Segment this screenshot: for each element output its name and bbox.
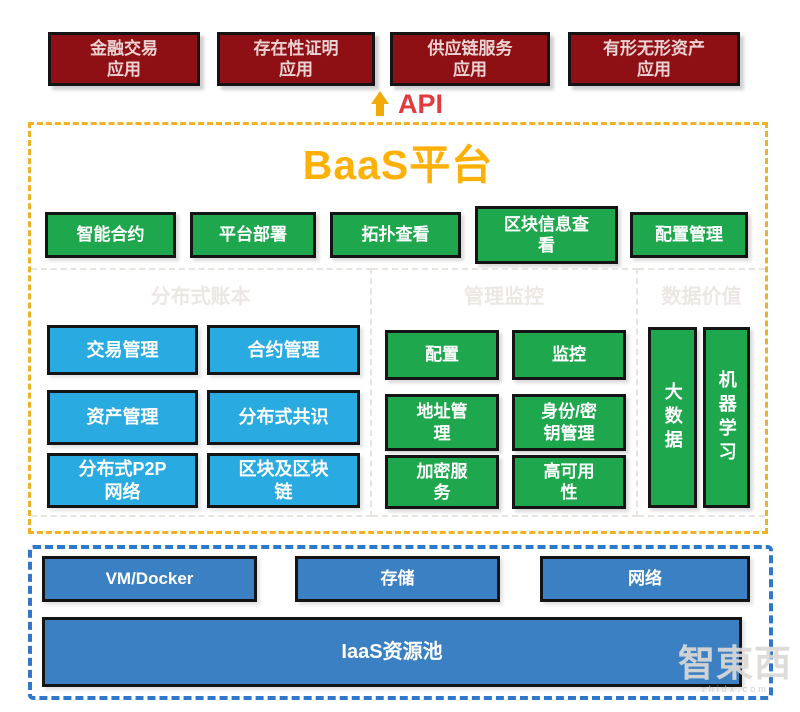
infra-box-vm-docker: VM/Docker bbox=[42, 556, 257, 602]
app-box-financial-trading: 金融交易 应用 bbox=[48, 32, 200, 86]
section-label-distributed-ledger: 分布式账本 bbox=[150, 286, 251, 308]
module-high-availability: 高可用 性 bbox=[512, 455, 626, 509]
watermark-zhidx-logo: 智東西 zhidx.com bbox=[674, 645, 796, 694]
service-box-smart-contract: 智能合约 bbox=[45, 212, 176, 258]
infra-box-iaas-pool: IaaS资源池 bbox=[42, 617, 742, 687]
app-box-proof-of-existence: 存在性证明 应用 bbox=[217, 32, 375, 86]
module-contract-mgmt: 合约管理 bbox=[207, 325, 360, 375]
module-asset-mgmt: 资产管理 bbox=[47, 390, 198, 445]
module-distributed-consensus: 分布式共识 bbox=[207, 390, 360, 445]
section-management-monitoring: 管理监控 bbox=[372, 268, 638, 517]
module-machine-learning: 机器学习 bbox=[703, 327, 750, 508]
api-label: API bbox=[398, 88, 444, 119]
section-label-data-value: 数据价值 bbox=[661, 286, 742, 308]
service-box-config-mgmt: 配置管理 bbox=[630, 212, 748, 258]
baas-platform-frame bbox=[28, 122, 768, 534]
module-identity-key-mgmt: 身份/密 钥管理 bbox=[512, 394, 626, 451]
section-distributed-ledger: 分布式账本 bbox=[31, 268, 372, 517]
app-box-supply-chain: 供应链服务 应用 bbox=[390, 32, 550, 86]
module-encryption-service: 加密服 务 bbox=[385, 455, 499, 509]
module-blocks-blockchain: 区块及区块 链 bbox=[207, 453, 360, 508]
infra-box-network: 网络 bbox=[540, 556, 750, 602]
module-p2p-network: 分布式P2P 网络 bbox=[47, 453, 198, 508]
module-monitoring: 监控 bbox=[512, 330, 626, 380]
module-transaction-mgmt: 交易管理 bbox=[47, 325, 198, 375]
infra-box-storage: 存储 bbox=[295, 556, 500, 602]
up-arrow-icon bbox=[370, 91, 390, 117]
service-box-topology-view: 拓扑查看 bbox=[330, 212, 461, 258]
baas-platform-title: BaaS平台 bbox=[302, 142, 494, 188]
service-box-block-info-view: 区块信息查 看 bbox=[475, 206, 618, 264]
service-box-platform-deploy: 平台部署 bbox=[190, 212, 316, 258]
api-connector: API bbox=[370, 88, 490, 120]
iaas-frame bbox=[28, 545, 773, 700]
watermark-text: 智東西 bbox=[678, 643, 792, 684]
section-label-management-monitoring: 管理监控 bbox=[464, 286, 544, 308]
app-box-assets: 有形无形资产 应用 bbox=[568, 32, 740, 86]
watermark-subtext: zhidx.com bbox=[701, 684, 769, 694]
section-data-value: 数据价值 bbox=[638, 268, 765, 517]
module-big-data: 大数据 bbox=[648, 327, 697, 508]
module-configuration: 配置 bbox=[385, 330, 499, 380]
module-address-mgmt: 地址管 理 bbox=[385, 394, 499, 451]
